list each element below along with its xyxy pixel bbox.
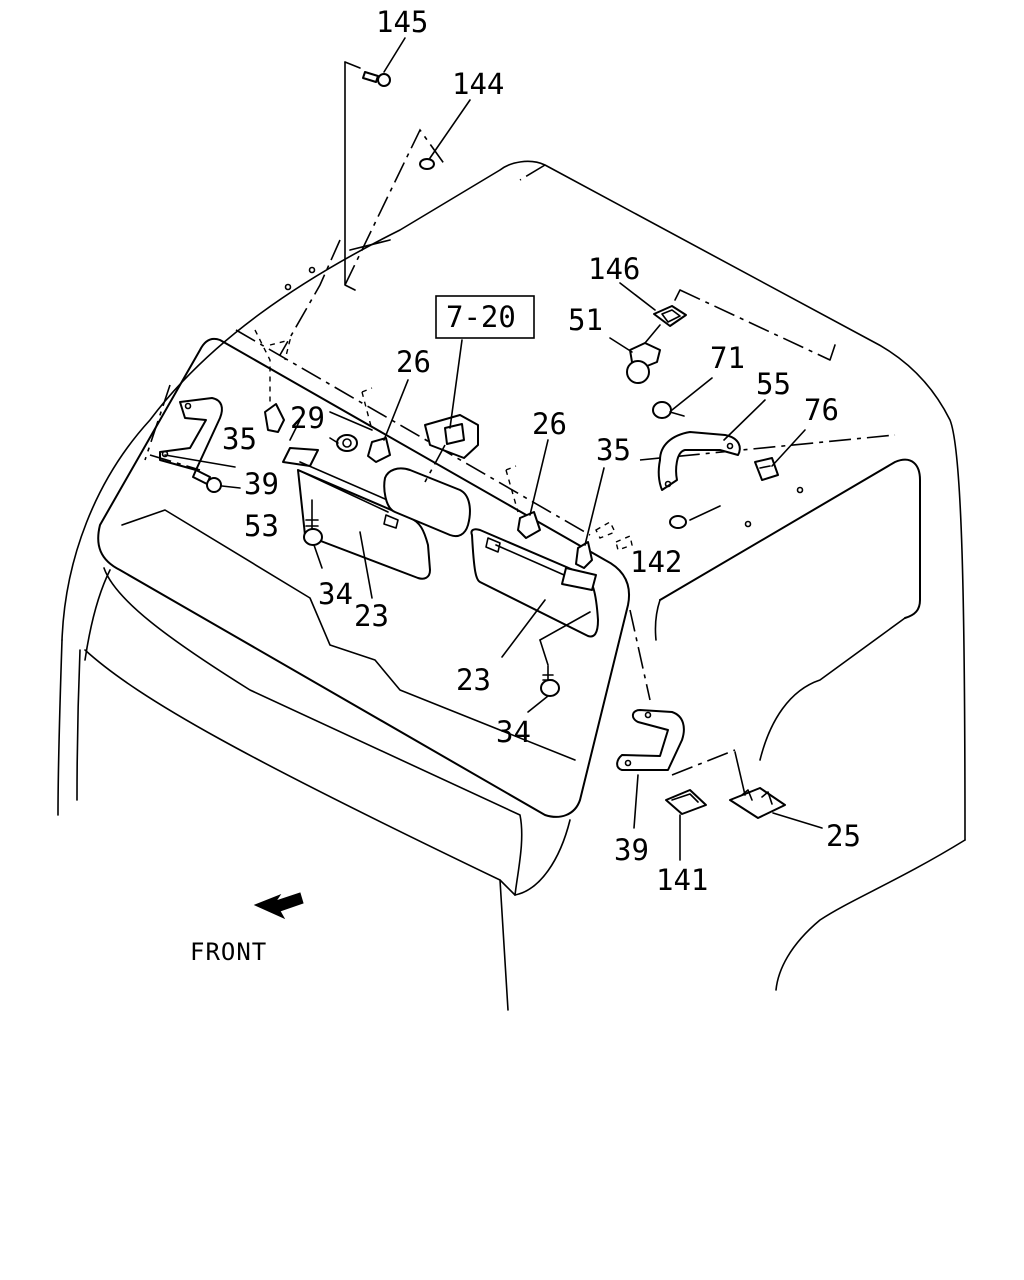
right-clip-26 bbox=[505, 465, 541, 539]
callout-23-left: 23 bbox=[354, 599, 389, 633]
left-visor-clip-34 bbox=[303, 499, 323, 546]
callout-39-left: 39 bbox=[244, 467, 279, 501]
callout-26-right: 26 bbox=[532, 407, 567, 441]
grommet-144 bbox=[419, 158, 435, 170]
right-assist-grip-39 bbox=[616, 609, 736, 776]
antenna-mount-group bbox=[279, 61, 446, 356]
leader-lines bbox=[164, 37, 823, 861]
callout-141: 141 bbox=[656, 863, 708, 897]
callout-146: 146 bbox=[588, 252, 640, 286]
grommet-142 bbox=[669, 505, 721, 529]
right-visor-clip-34 bbox=[539, 611, 591, 697]
left-visor-clip-35 bbox=[254, 329, 291, 433]
clip-51 bbox=[626, 324, 661, 384]
callout-76: 76 bbox=[804, 393, 839, 427]
left-sunvisor-23 bbox=[282, 447, 431, 580]
right-sunvisor-23 bbox=[470, 528, 599, 638]
screw-71 bbox=[652, 401, 685, 419]
callout-34-left: 34 bbox=[318, 577, 353, 611]
right-visor-clip-35 bbox=[575, 521, 633, 569]
callout-35-right: 35 bbox=[596, 433, 631, 467]
callout-35-left: 35 bbox=[222, 422, 257, 456]
callout-39-right: 39 bbox=[614, 833, 649, 867]
callout-144: 144 bbox=[452, 67, 504, 101]
reference-box-7-20 bbox=[435, 295, 535, 429]
callout-25: 25 bbox=[826, 819, 861, 853]
callout-34-right: 34 bbox=[496, 715, 531, 749]
front-direction-arrow bbox=[253, 892, 304, 920]
left-assist-grip-39 bbox=[144, 384, 223, 471]
screw-145 bbox=[362, 71, 391, 87]
left-clip-26-and-nut-29 bbox=[329, 387, 391, 463]
callout-142: 142 bbox=[630, 545, 682, 579]
callout-51: 51 bbox=[568, 303, 603, 337]
callout-23-right: 23 bbox=[456, 663, 491, 697]
clip-146 bbox=[653, 305, 687, 327]
reference-box-label: 7-20 bbox=[446, 300, 516, 334]
rearview-mirror-7-20 bbox=[383, 414, 479, 538]
callout-53: 53 bbox=[244, 509, 279, 543]
callout-145: 145 bbox=[376, 5, 428, 39]
callout-55: 55 bbox=[756, 367, 791, 401]
callout-71: 71 bbox=[710, 341, 745, 375]
front-label: FRONT bbox=[190, 938, 267, 966]
bracket-141 bbox=[665, 789, 707, 815]
cab-body-outline bbox=[57, 160, 966, 1011]
assist-grip-55 bbox=[657, 431, 741, 491]
callout-29: 29 bbox=[290, 401, 325, 435]
cap-76 bbox=[754, 457, 779, 481]
bracket-25 bbox=[729, 751, 786, 819]
screw-53 bbox=[192, 469, 222, 493]
callout-26-left: 26 bbox=[396, 345, 431, 379]
